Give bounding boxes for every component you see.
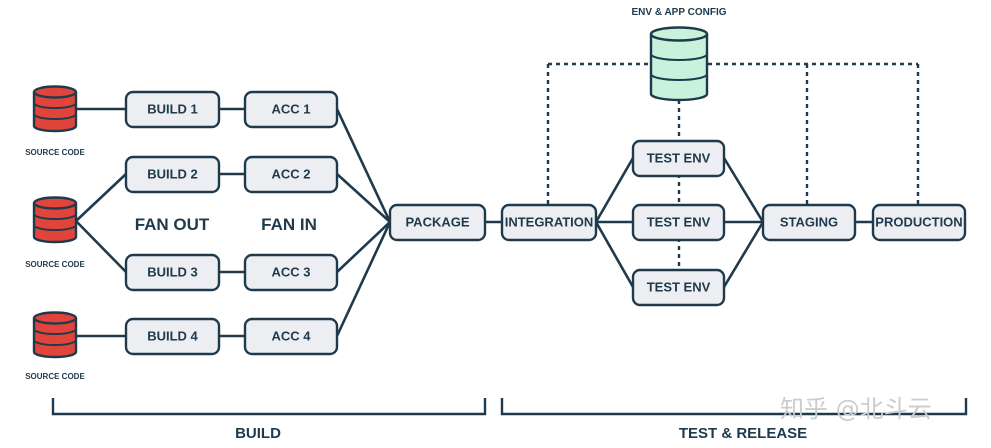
staging-node: STAGING bbox=[761, 203, 857, 242]
edge-acc4-package bbox=[335, 221, 392, 337]
test-env-label: TEST ENV bbox=[647, 214, 711, 229]
test-env-node-3: TEST ENV bbox=[631, 268, 726, 307]
database-icon bbox=[32, 311, 78, 359]
integration-label: INTEGRATION bbox=[505, 214, 594, 229]
acc-label: ACC 3 bbox=[271, 264, 310, 279]
edge-source2-build3 bbox=[75, 220, 127, 273]
production-label: PRODUCTION bbox=[875, 214, 962, 229]
production-node: PRODUCTION bbox=[871, 203, 967, 242]
build-node-3: BUILD 3 bbox=[124, 253, 221, 292]
database-icon bbox=[32, 196, 78, 244]
acc-label: ACC 1 bbox=[271, 101, 310, 116]
fan-out-label: FAN OUT bbox=[135, 215, 210, 234]
edge-acc1-package bbox=[335, 108, 392, 223]
edge-test1-staging bbox=[722, 157, 765, 223]
staging-label: STAGING bbox=[780, 214, 838, 229]
build-label: BUILD 3 bbox=[147, 264, 198, 279]
acc-node-3: ACC 3 bbox=[243, 253, 339, 292]
edge-acc3-package bbox=[336, 221, 391, 273]
acc-label: ACC 2 bbox=[271, 166, 310, 181]
edge-integration-test3 bbox=[594, 221, 635, 288]
env-config-label: ENV & APP CONFIG bbox=[631, 7, 726, 18]
edge-test3-staging bbox=[722, 221, 765, 288]
build-label: BUILD 1 bbox=[147, 101, 198, 116]
database-icon bbox=[649, 26, 709, 102]
package-node: PACKAGE bbox=[388, 203, 487, 242]
connectors bbox=[75, 62, 920, 338]
test-env-label: TEST ENV bbox=[647, 150, 711, 165]
build-section-label: BUILD bbox=[235, 425, 281, 442]
source-db-2: SOURCE CODE bbox=[25, 196, 85, 269]
watermark: 知乎 @北斗云 bbox=[780, 395, 932, 423]
build-node-2: BUILD 2 bbox=[124, 155, 221, 194]
source-code-label: SOURCE CODE bbox=[25, 372, 85, 381]
test-env-node-1: TEST ENV bbox=[631, 139, 726, 178]
build-label: BUILD 2 bbox=[147, 166, 198, 181]
build-section-bracket bbox=[51, 398, 487, 416]
test-release-section-bracket bbox=[500, 398, 968, 416]
test-release-section-label: TEST & RELEASE bbox=[679, 425, 807, 442]
edge-integration-test1 bbox=[594, 157, 635, 223]
acc-node-1: ACC 1 bbox=[243, 90, 339, 129]
source-db-1: SOURCE CODE bbox=[25, 85, 85, 157]
test-env-node-2: TEST ENV bbox=[631, 203, 726, 242]
build-label: BUILD 4 bbox=[147, 328, 198, 343]
source-code-label: SOURCE CODE bbox=[25, 260, 85, 269]
acc-label: ACC 4 bbox=[271, 328, 311, 343]
build-node-4: BUILD 4 bbox=[124, 317, 221, 356]
acc-node-4: ACC 4 bbox=[243, 317, 339, 356]
config-db: ENV & APP CONFIG bbox=[631, 7, 727, 102]
acc-node-2: ACC 2 bbox=[243, 155, 339, 194]
edge-source2-build2 bbox=[75, 173, 127, 222]
fan-in-label: FAN IN bbox=[261, 215, 317, 234]
test-env-label: TEST ENV bbox=[647, 279, 711, 294]
source-db-3: SOURCE CODE bbox=[25, 311, 85, 381]
database-icon bbox=[32, 85, 78, 133]
edge-acc2-package bbox=[336, 173, 391, 223]
package-label: PACKAGE bbox=[405, 214, 469, 229]
build-node-1: BUILD 1 bbox=[124, 90, 221, 129]
integration-node: INTEGRATION bbox=[500, 203, 598, 242]
source-code-label: SOURCE CODE bbox=[25, 148, 85, 157]
